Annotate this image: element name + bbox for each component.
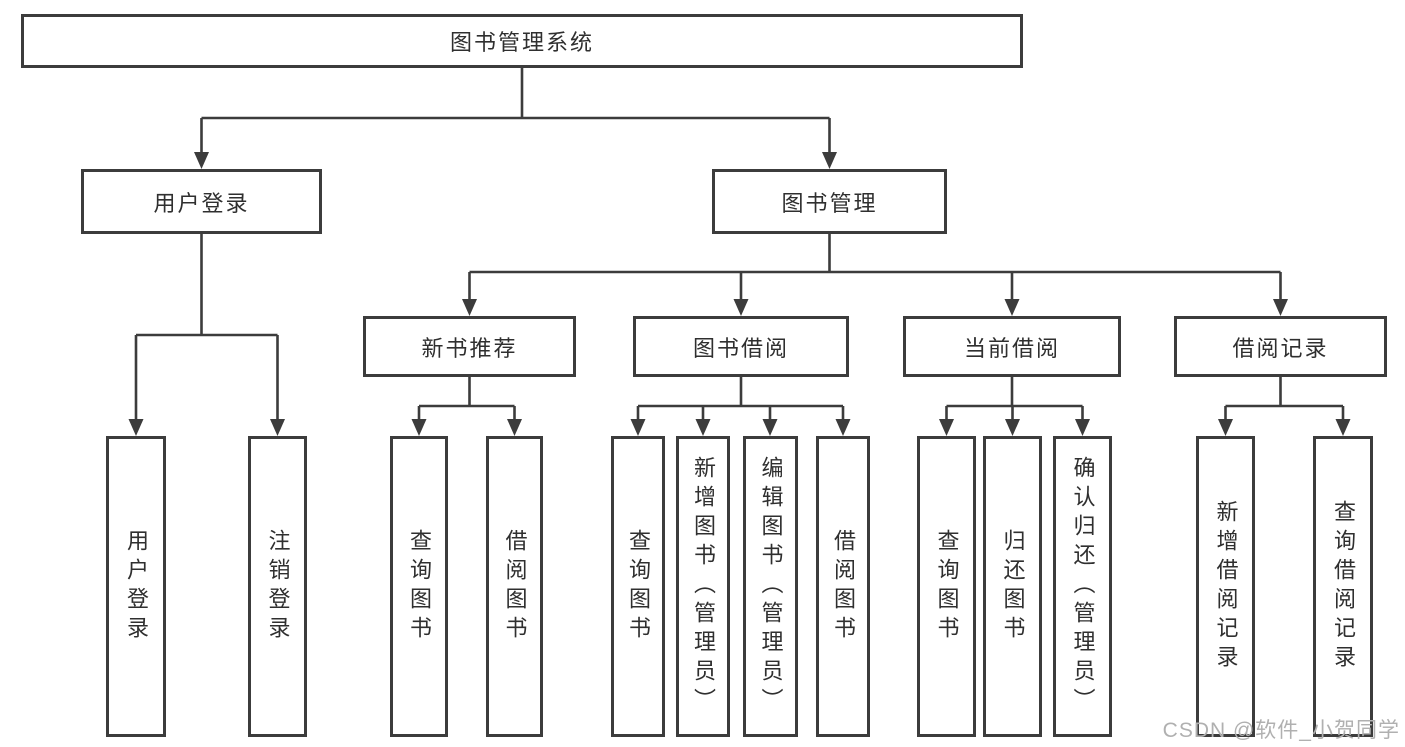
leaf-records-add: 新增借阅记录 bbox=[1196, 436, 1255, 737]
leaf-logout: 注销登录 bbox=[248, 436, 307, 737]
connector-current-children bbox=[939, 377, 1090, 436]
leaf-newbooks-borrow: 借阅图书 bbox=[486, 436, 543, 737]
leaf-user-login: 用户登录 bbox=[106, 436, 166, 737]
node-current-borrow: 当前借阅 bbox=[903, 316, 1121, 377]
leaf-borrow-borrow: 借阅图书 bbox=[816, 436, 870, 737]
node-new-books: 新书推荐 bbox=[363, 316, 576, 377]
connector-new-books-children bbox=[411, 377, 522, 436]
csdn-watermark: CSDN @软件_小贺同学 bbox=[1162, 719, 1400, 742]
leaf-current-query: 查询图书 bbox=[917, 436, 976, 737]
connector-records-children bbox=[1218, 377, 1351, 436]
leaf-current-return: 归还图书 bbox=[983, 436, 1042, 737]
connector-user-login-children bbox=[128, 234, 285, 436]
leaf-borrow-query: 查询图书 bbox=[611, 436, 665, 737]
node-book-mgmt: 图书管理 bbox=[712, 169, 947, 234]
leaf-borrow-edit: 编辑图书（管理员） bbox=[743, 436, 798, 737]
node-book-borrow: 图书借阅 bbox=[633, 316, 849, 377]
leaf-current-confirm: 确认归还（管理员） bbox=[1053, 436, 1112, 737]
leaf-records-query: 查询借阅记录 bbox=[1313, 436, 1373, 737]
connector-borrow-children bbox=[630, 377, 851, 436]
connector-root-to-level2 bbox=[194, 68, 837, 169]
node-borrow-records: 借阅记录 bbox=[1174, 316, 1387, 377]
connector-book-mgmt-children bbox=[462, 234, 1288, 316]
leaf-newbooks-query: 查询图书 bbox=[390, 436, 448, 737]
node-user-login: 用户登录 bbox=[81, 169, 322, 234]
leaf-borrow-add: 新增图书（管理员） bbox=[676, 436, 730, 737]
node-root: 图书管理系统 bbox=[21, 14, 1023, 68]
